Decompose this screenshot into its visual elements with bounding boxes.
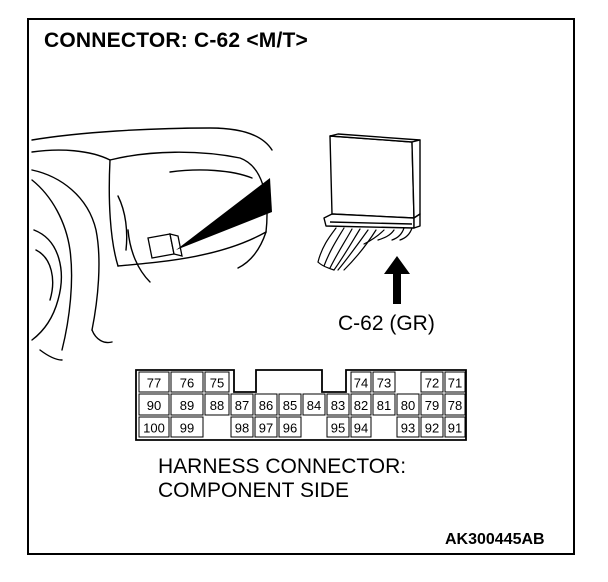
wire-harness [317, 227, 413, 271]
pin-cell [170, 416, 204, 438]
callout-wedge [176, 178, 272, 250]
reference-code: AK300445AB [445, 531, 545, 548]
pin-cell [444, 393, 466, 416]
pin-cell [278, 393, 302, 416]
pin-cell [170, 393, 204, 416]
pin-number-84: 84 [307, 398, 321, 413]
dashboard-outline [31, 127, 273, 151]
pin-cell [396, 393, 420, 416]
diagram-title: CONNECTOR: C-62 <M/T> [44, 29, 309, 52]
pin-cell [254, 393, 278, 416]
pin-number-89: 89 [180, 398, 194, 413]
pin-number-73: 73 [377, 376, 391, 391]
pin-number-77: 77 [147, 376, 161, 391]
pin-cell [230, 393, 254, 416]
pin-number-82: 82 [354, 398, 368, 413]
pin-number-74: 74 [354, 376, 368, 391]
pin-number-79: 79 [425, 398, 439, 413]
pin-number-88: 88 [210, 398, 224, 413]
diagram-frame [27, 18, 575, 555]
connector-label: C-62 (GR) [338, 312, 435, 335]
pin-cell [444, 371, 466, 393]
pin-cell [396, 416, 420, 438]
pin-number-96: 96 [283, 421, 297, 436]
pin-number-75: 75 [210, 376, 224, 391]
pin-number-85: 85 [283, 398, 297, 413]
pin-cell [326, 393, 350, 416]
pin-cell [350, 416, 372, 438]
caption: HARNESS CONNECTOR: COMPONENT SIDE [158, 455, 406, 503]
pin-cell [326, 416, 350, 438]
pin-cell [420, 416, 444, 438]
pin-number-95: 95 [331, 421, 345, 436]
pin-cell [204, 393, 230, 416]
caption-line-1: HARNESS CONNECTOR: [158, 455, 407, 478]
pin-cell [350, 371, 372, 393]
pin-number-78: 78 [448, 398, 462, 413]
pin-cells: 77 76 75 74 73 72 71 90 89 88 87 86 85 84 83 82 81 80 79 78… [138, 371, 466, 438]
pin-number-90: 90 [147, 398, 161, 413]
pin-number-76: 76 [180, 376, 194, 391]
pin-cell [350, 393, 372, 416]
pin-number-98: 98 [235, 421, 249, 436]
up-arrow-icon [384, 256, 410, 304]
ecu-module [323, 133, 421, 229]
pin-cell [204, 371, 230, 393]
pin-number-94: 94 [354, 421, 368, 436]
pin-number-80: 80 [401, 398, 415, 413]
pin-cell [230, 416, 254, 438]
pin-cell [302, 393, 326, 416]
pin-number-93: 93 [401, 421, 415, 436]
pin-cell [372, 371, 396, 393]
ecu-location-marker [147, 233, 183, 259]
pin-number-92: 92 [425, 421, 439, 436]
pin-number-71: 71 [448, 376, 462, 391]
pin-cell [372, 393, 396, 416]
pin-cell [138, 371, 170, 393]
pin-number-72: 72 [425, 376, 439, 391]
pin-number-87: 87 [235, 398, 249, 413]
caption-line-2: COMPONENT SIDE [158, 479, 349, 502]
pin-number-100: 100 [143, 421, 165, 436]
pin-number-91: 91 [448, 421, 462, 436]
pin-cell [138, 416, 170, 438]
pin-number-97: 97 [259, 421, 273, 436]
pin-cell [138, 393, 170, 416]
pin-number-99: 99 [180, 421, 194, 436]
pin-cell [444, 416, 466, 438]
pin-number-81: 81 [377, 398, 391, 413]
pin-cell [420, 393, 444, 416]
pin-cell [170, 371, 204, 393]
pin-cell [420, 371, 444, 393]
pin-number-86: 86 [259, 398, 273, 413]
connector-housing [135, 369, 467, 441]
pin-cell [278, 416, 302, 438]
pin-cell [254, 416, 278, 438]
pin-number-83: 83 [331, 398, 345, 413]
